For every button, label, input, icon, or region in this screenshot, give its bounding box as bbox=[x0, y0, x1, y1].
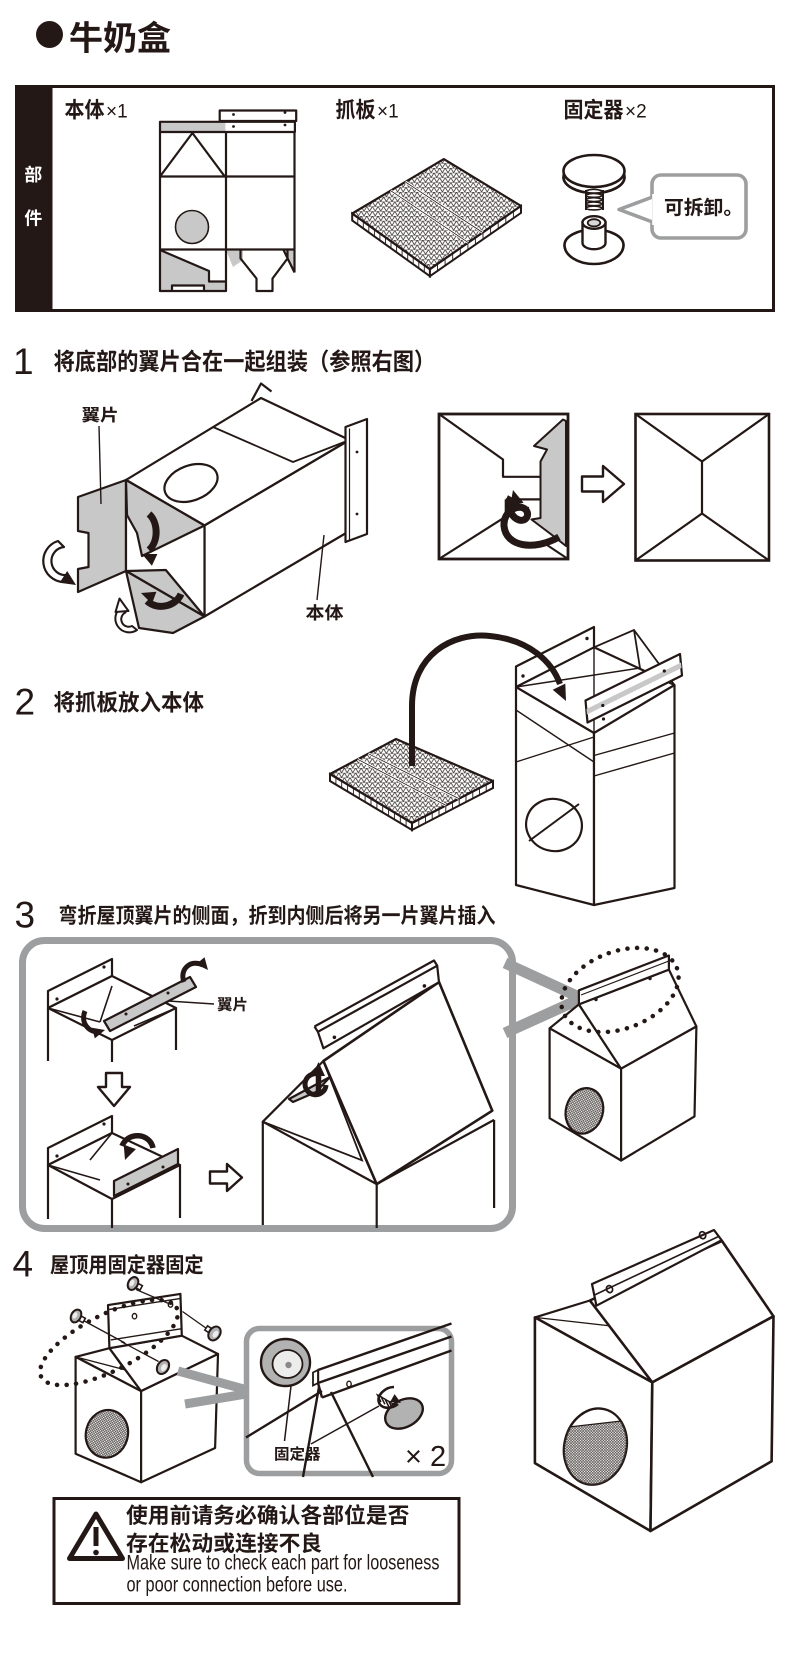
svg-text:3: 3 bbox=[15, 895, 36, 936]
svg-text:Make sure to check each part f: Make sure to check each part for loosene… bbox=[127, 1552, 440, 1575]
svg-text:×2: ×2 bbox=[625, 102, 647, 123]
svg-text:×1: ×1 bbox=[106, 102, 128, 123]
svg-text:2: 2 bbox=[15, 682, 36, 723]
svg-text:× 2: × 2 bbox=[405, 1441, 446, 1473]
svg-text:1: 1 bbox=[13, 341, 34, 382]
svg-text:4: 4 bbox=[13, 1244, 34, 1285]
svg-text:or poor connection before use.: or poor connection before use. bbox=[127, 1574, 348, 1597]
svg-text:×1: ×1 bbox=[377, 102, 399, 123]
